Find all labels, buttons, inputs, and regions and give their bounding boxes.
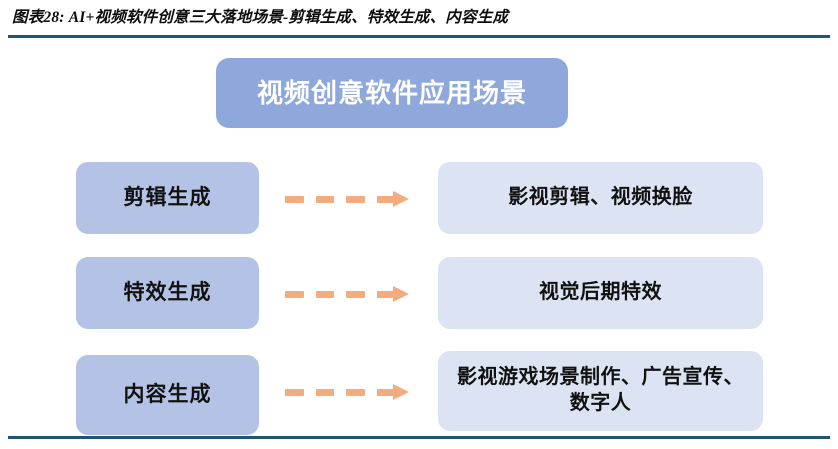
- figure-divider-bottom: [8, 436, 830, 439]
- scenario-box-editing[interactable]: 剪辑生成: [76, 162, 259, 234]
- scenario-box-content[interactable]: 内容生成: [76, 355, 259, 435]
- arrow-dash: [285, 290, 304, 298]
- title-divider-top: [8, 35, 830, 38]
- figure-title: 图表28: AI+视频软件创意三大落地场景-剪辑生成、特效生成、内容生成: [12, 9, 509, 26]
- diagram-row: 剪辑生成 影视剪辑、视频换脸: [0, 162, 838, 234]
- arrow-head-icon: [377, 286, 411, 302]
- outcome-label: 影视剪辑、视频换脸: [508, 186, 693, 209]
- arrow-dash: [285, 388, 304, 396]
- dashed-arrow-icon: [285, 285, 411, 303]
- diagram-row: 特效生成 视觉后期特效: [0, 257, 838, 329]
- dashed-arrow-icon: [285, 383, 411, 401]
- arrow-dash: [315, 388, 335, 396]
- outcome-label: 影视游戏场景制作、广告宣传、数字人: [457, 366, 744, 414]
- arrow-head-shaft: [377, 290, 396, 298]
- scenario-label: 内容生成: [123, 382, 212, 406]
- dashed-arrow-icon: [285, 190, 411, 208]
- arrow-head-tip: [393, 384, 410, 400]
- arrow-dash: [346, 388, 366, 396]
- diagram-canvas: 视频创意软件应用场景 剪辑生成 影视剪辑、视频换脸 特效生成: [0, 40, 838, 435]
- diagram-row: 内容生成 影视游戏场景制作、广告宣传、数字人: [0, 351, 838, 435]
- arrow-head-icon: [377, 384, 411, 400]
- diagram-header-box: 视频创意软件应用场景: [216, 58, 568, 128]
- outcome-label: 视觉后期特效: [539, 281, 662, 304]
- arrow-head-icon: [377, 191, 411, 207]
- scenario-label: 剪辑生成: [123, 185, 212, 209]
- outcome-box-editing[interactable]: 影视剪辑、视频换脸: [438, 162, 763, 234]
- scenario-box-effects[interactable]: 特效生成: [76, 257, 259, 329]
- diagram-header-label: 视频创意软件应用场景: [256, 77, 527, 108]
- arrow-dash: [315, 290, 335, 298]
- outcome-box-content[interactable]: 影视游戏场景制作、广告宣传、数字人: [438, 351, 763, 431]
- arrow-dash: [285, 195, 304, 203]
- scenario-label: 特效生成: [123, 280, 212, 304]
- arrow-head-shaft: [377, 388, 396, 396]
- arrow-head-shaft: [377, 195, 396, 203]
- arrow-dash: [346, 290, 366, 298]
- arrow-head-tip: [393, 286, 410, 302]
- outcome-box-effects[interactable]: 视觉后期特效: [438, 257, 763, 329]
- arrow-head-tip: [393, 191, 410, 207]
- arrow-dash: [346, 195, 366, 203]
- arrow-dash: [315, 195, 335, 203]
